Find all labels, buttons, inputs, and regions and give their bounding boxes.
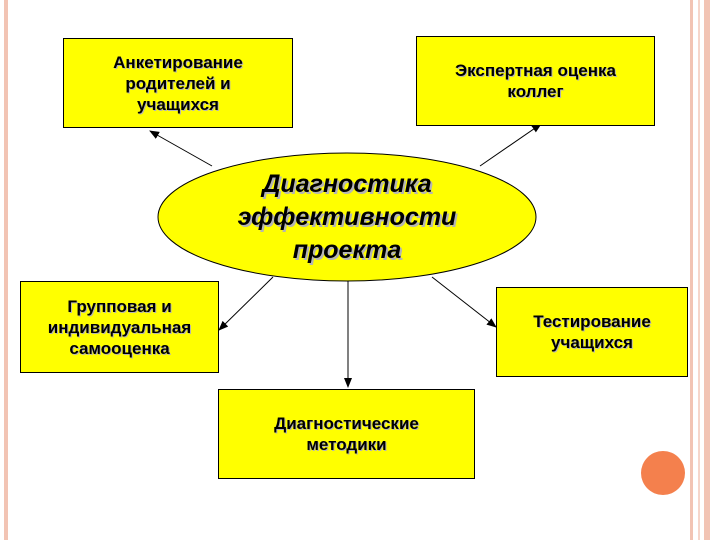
arrow-to-expert <box>479 123 542 167</box>
node-survey: Анкетирование родителей и учащихся <box>63 38 293 128</box>
arrow-to-survey <box>149 130 213 167</box>
arrow-to-testing <box>431 276 497 328</box>
slide-frame-right-outer <box>704 0 710 540</box>
node-diagnostic-methods: Диагностические методики <box>218 389 475 479</box>
slide-frame-right-middle <box>698 0 700 540</box>
node-self-assessment: Групповая и индивидуальная самооценка <box>20 281 219 373</box>
slide-frame-left <box>4 0 8 540</box>
node-expert-review: Экспертная оценка коллег <box>416 36 655 126</box>
node-testing: Тестирование учащихся <box>496 287 688 377</box>
arrow-to-self <box>218 276 274 331</box>
center-node-label: Диагностика эффективности проекта <box>237 169 457 264</box>
decorative-orange-circle <box>641 451 685 495</box>
slide-frame-right-inner <box>690 0 693 540</box>
center-ellipse <box>157 152 537 282</box>
